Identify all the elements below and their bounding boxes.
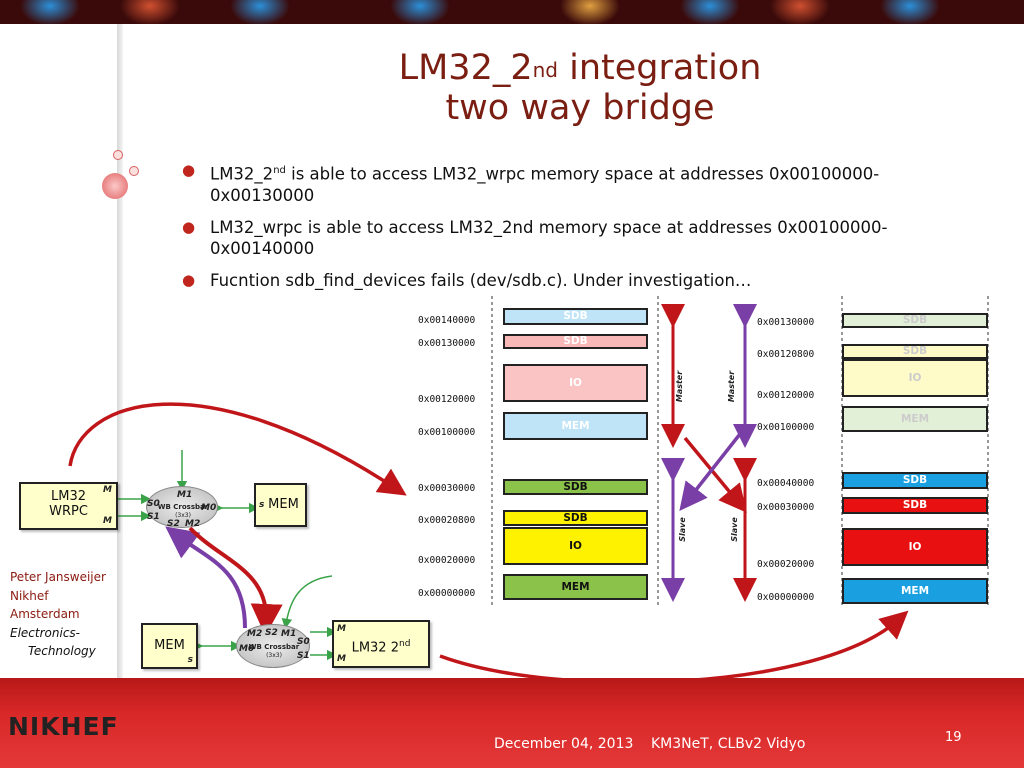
page-number: 19 — [945, 730, 962, 745]
master-label: Master — [675, 371, 684, 402]
memory-block-sdb: SDB — [503, 308, 648, 325]
mem-block-top: s MEM — [254, 483, 307, 527]
address-label: 0x00140000 — [418, 315, 475, 326]
memory-block-sdb: SDB — [503, 334, 648, 349]
author-credits: Peter Jansweijer Nikhef Amsterdam Electr… — [10, 568, 106, 661]
master-label: Master — [727, 371, 736, 402]
memory-block-io: IO — [842, 528, 988, 566]
port-label: M — [103, 516, 112, 526]
address-label: 0x00040000 — [757, 478, 814, 489]
mem-block-bottom: MEM s — [141, 623, 198, 669]
address-label: 0x00100000 — [418, 427, 475, 438]
footer-event: KM3NeT, CLBv2 Vidyo — [651, 736, 805, 752]
memory-block-mem: MEM — [842, 578, 988, 604]
memory-block-sdb: SDB — [842, 472, 988, 489]
footer-date: December 04, 2013 — [494, 736, 633, 752]
memory-block-sdb: SDB — [842, 313, 988, 328]
address-label: 0x00120000 — [418, 394, 475, 405]
memory-block-mem: MEM — [842, 406, 988, 432]
memory-block-io: IO — [503, 527, 648, 565]
memory-block-sdb: SDB — [842, 497, 988, 514]
nikhef-logo: NIKHEF — [8, 712, 119, 741]
port-label: M — [103, 485, 112, 495]
address-label: 0x00130000 — [757, 317, 814, 328]
memory-block-io: IO — [842, 359, 988, 397]
slave-label: Slave — [678, 517, 687, 542]
address-label: 0x00100000 — [757, 422, 814, 433]
address-label: 0x00030000 — [757, 502, 814, 513]
address-label: 0x00120800 — [757, 349, 814, 360]
memory-block-sdb: SDB — [842, 344, 988, 359]
memory-block-sdb: SDB — [503, 510, 648, 526]
wb-crossbar-bottom: WB Crossbar (3x3) M2 S2 M1 M0 S0 S1 — [236, 624, 310, 668]
wb-crossbar-top: WB Crossbar (3x3) M1 S0 M0 S1 S2 M2 — [146, 486, 218, 528]
memory-block-io: IO — [503, 364, 648, 402]
lm32-2nd-block: LM32 2nd M M — [332, 620, 430, 668]
memory-block-sdb: SDB — [503, 479, 648, 495]
memory-block-mem: MEM — [503, 574, 648, 600]
address-label: 0x00020000 — [757, 559, 814, 570]
address-label: 0x00000000 — [757, 592, 814, 603]
footer-band: December 04, 2013 KM3NeT, CLBv2 Vidyo 19 — [0, 678, 1024, 768]
address-label: 0x00030000 — [418, 483, 475, 494]
address-label: 0x00000000 — [418, 588, 475, 599]
address-label: 0x00130000 — [418, 338, 475, 349]
memory-block-mem: MEM — [503, 412, 648, 440]
address-label: 0x00120000 — [757, 390, 814, 401]
lm32-wrpc-block: LM32 WRPC M M — [19, 482, 118, 530]
slave-label: Slave — [730, 517, 739, 542]
address-label: 0x00020000 — [418, 555, 475, 566]
address-label: 0x00020800 — [418, 515, 475, 526]
